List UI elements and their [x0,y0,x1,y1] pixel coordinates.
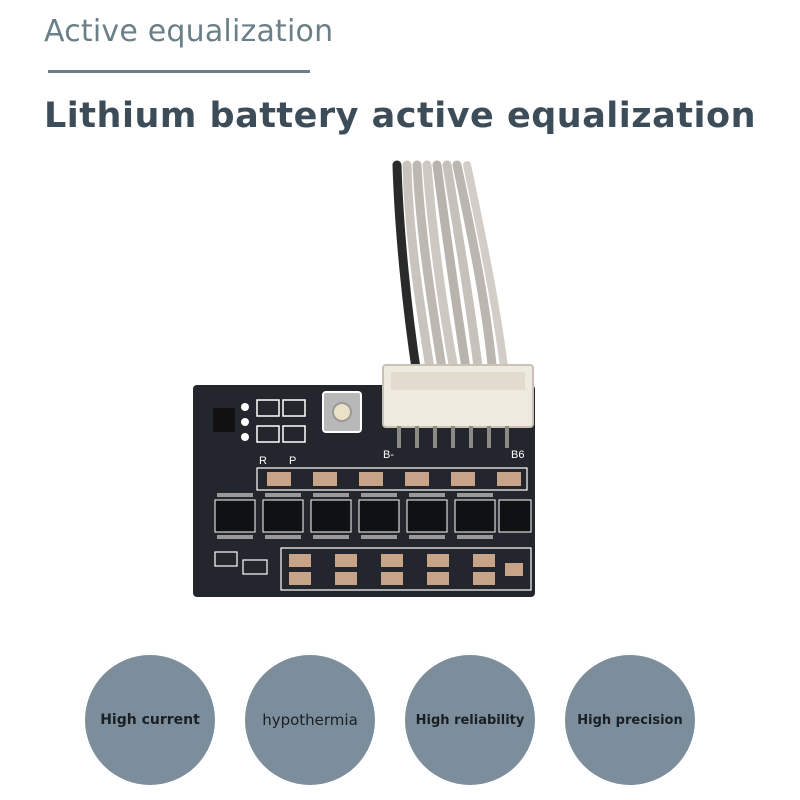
feature-label: High current [100,712,200,728]
silk-label-p: P [289,455,296,467]
top-left-pads [256,399,306,443]
jst-connector [382,364,534,448]
title-underline [48,70,310,73]
silk-label-b-minus: B- [383,449,394,461]
page-headline: Lithium battery active equalization [44,96,756,136]
top-resistor-row [256,467,528,491]
wire-bundle [392,160,509,380]
mosfet-chip-row [214,499,532,533]
push-button-component [322,391,362,433]
feature-badge-high-reliability: High reliability [405,655,535,785]
feature-label: High reliability [415,712,525,728]
feature-badge-high-precision: High precision [565,655,695,785]
feature-label: hypothermia [262,711,358,729]
feature-label: High precision [577,712,683,728]
battery-balancer-board-image: R P B- B6 [193,160,535,597]
silk-label-r: R [259,455,267,467]
silk-label-b6: B6 [511,449,524,461]
bottom-capacitor-rows [280,547,532,591]
section-title: Active equalization [44,14,334,49]
feature-badge-high-current: High current [85,655,215,785]
feature-badge-hypothermia: hypothermia [245,655,375,785]
feature-circles: High current hypothermia High reliabilit… [0,655,800,790]
